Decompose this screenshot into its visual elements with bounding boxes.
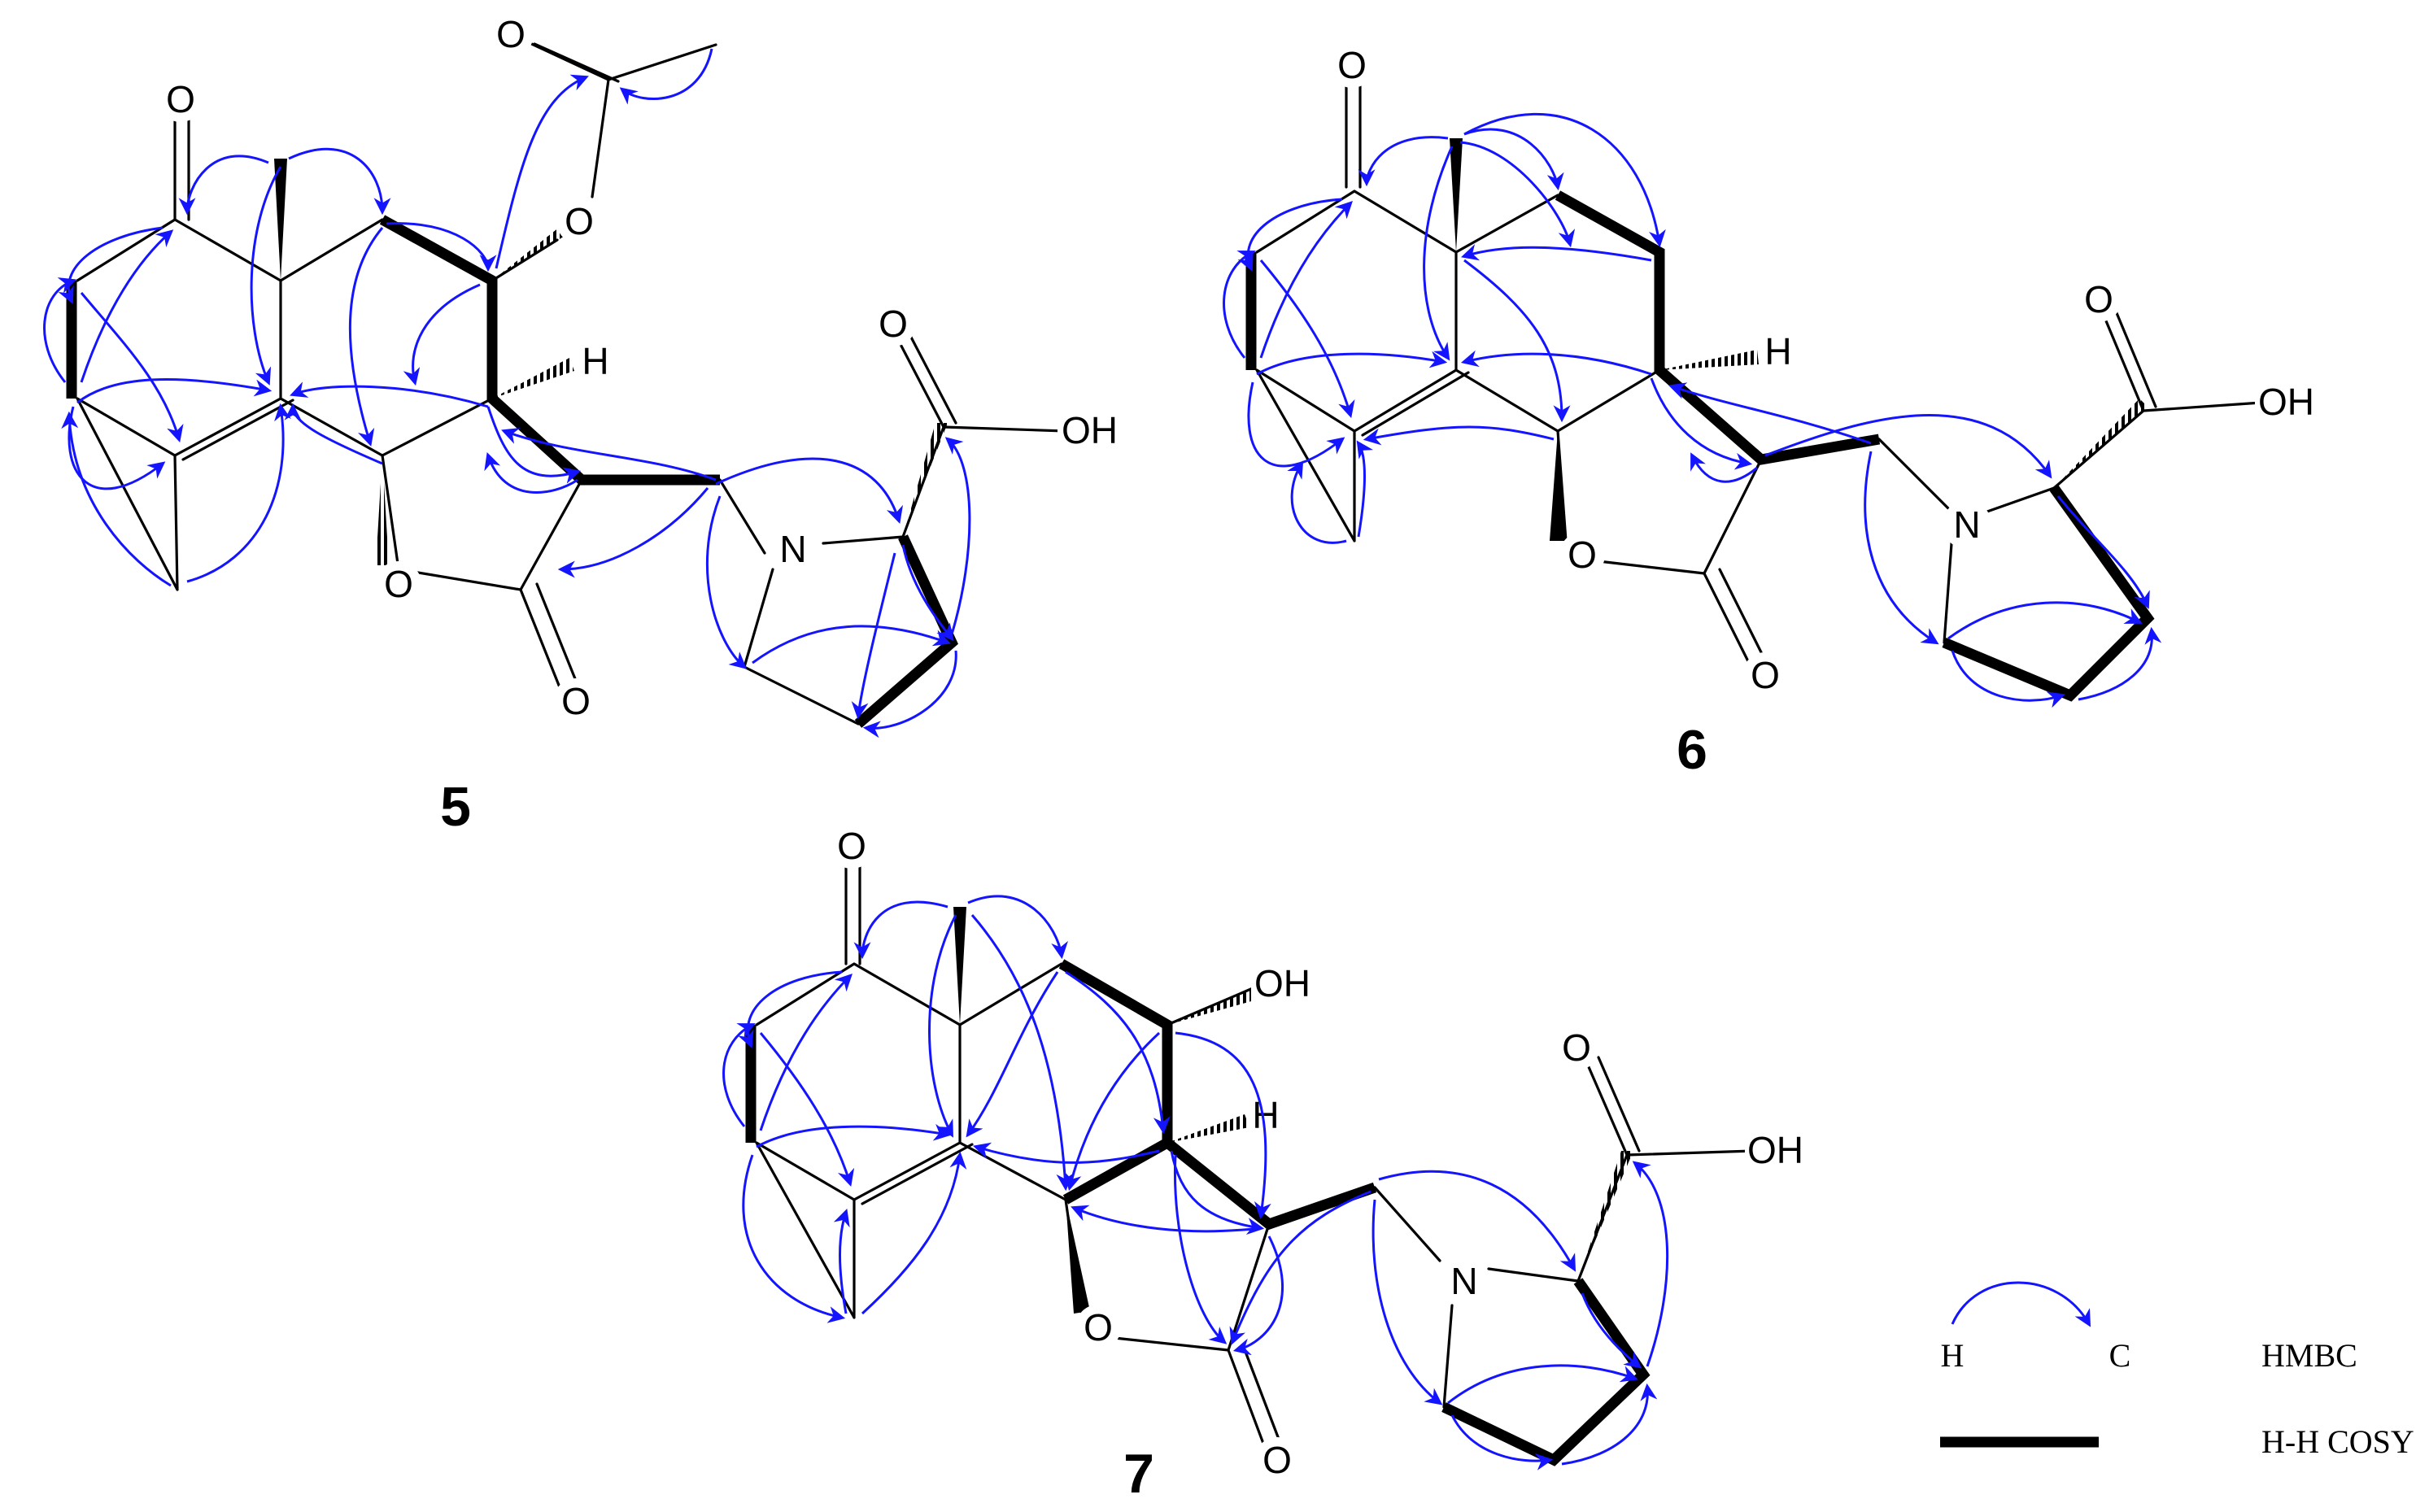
legend-cosy: H-H COSY xyxy=(1940,1423,2414,1460)
legend-hmbc-label: HMBC xyxy=(2261,1337,2357,1374)
compound-6-wedge-methyl xyxy=(1450,138,1463,252)
compound-6-h: H xyxy=(1764,330,1791,373)
compound-6-wedge-o xyxy=(1550,431,1566,541)
compound-6-bonds xyxy=(1255,76,2263,697)
compound-6-hash-h xyxy=(1659,350,1759,370)
compound-5-oh: OH xyxy=(1062,409,1118,451)
compound-7-acid-o: O xyxy=(1562,1026,1591,1069)
compound-7-cosy-bonds xyxy=(745,959,1651,1466)
compound-5-lactone-o: O xyxy=(384,563,413,605)
compound-6-atom-labels: O H O O N O OH xyxy=(1329,42,2320,698)
compound-6-carbonyl-o: O xyxy=(1751,654,1780,696)
compound-5-ketone-o: O xyxy=(166,78,195,120)
compound-7-carbonyl-o: O xyxy=(1262,1439,1292,1481)
compound-5-acid-o: O xyxy=(879,303,908,345)
compound-7-hash-cooh xyxy=(1578,1151,1633,1281)
compound-5-h: H xyxy=(582,340,608,382)
legend-cosy-label: H-H COSY xyxy=(2261,1423,2414,1460)
compound-7-hmbc-arrows xyxy=(722,895,1669,1471)
compound-5-acetyl-o: O xyxy=(496,13,525,55)
compound-7-ketone-o: O xyxy=(837,825,866,867)
legend-hmbc-arrow xyxy=(1951,1281,2091,1327)
compound-7-wedge-methyl xyxy=(953,907,966,1025)
compound-6-structure: O H O O N O OH xyxy=(1223,42,2320,781)
compound-6-oh: OH xyxy=(2258,381,2314,423)
compound-5-hash-o xyxy=(376,455,389,565)
compound-7-n: N xyxy=(1450,1260,1477,1302)
compound-7-atom-labels: O OH H O O N O OH xyxy=(829,823,1810,1483)
compound-5-bonds xyxy=(76,39,1067,725)
compound-6-lactone-o: O xyxy=(1568,534,1597,576)
compound-7-label: 7 xyxy=(1123,1443,1154,1505)
compound-6-hash-cooh xyxy=(2054,399,2148,488)
compound-5-hmbc-arrows xyxy=(43,48,971,739)
compound-5-wedge-methyl xyxy=(274,159,287,281)
compound-6-hmbc-arrows xyxy=(1223,112,2162,708)
compound-7-wedge-o xyxy=(1066,1200,1090,1314)
compound-7-oh-ring: OH xyxy=(1254,962,1310,1004)
legend: H C HMBC H-H COSY xyxy=(1940,1281,2414,1460)
compound-7-hash-oh xyxy=(1167,984,1266,1025)
legend-hmbc-c: C xyxy=(2109,1337,2131,1374)
compound-6-cosy-bonds xyxy=(1245,190,2155,702)
legend-hmbc: H C HMBC xyxy=(1941,1281,2357,1374)
compound-6-ketone-o: O xyxy=(1337,44,1367,86)
compound-5-cosy-bonds xyxy=(66,215,958,728)
compound-7-hash-h xyxy=(1167,1114,1249,1143)
compound-6-label: 6 xyxy=(1677,719,1707,781)
compound-5-hash-cooh xyxy=(903,423,948,537)
compound-5-ester-o: O xyxy=(565,200,594,242)
compound-6-acid-o: O xyxy=(2084,278,2113,320)
compound-6-n: N xyxy=(1953,503,1980,546)
compound-5-structure: O O O H O O N O OH xyxy=(43,11,1123,838)
legend-hmbc-h: H xyxy=(1941,1337,1965,1374)
compound-5-carbonyl-o: O xyxy=(561,680,591,722)
compound-5-atom-labels: O O O H O O N O OH xyxy=(158,11,1123,724)
compound-5-hash-h xyxy=(492,358,574,399)
compound-7-oh-acid: OH xyxy=(1747,1129,1803,1171)
compound-7-h: H xyxy=(1252,1094,1279,1136)
compound-7-lactone-o: O xyxy=(1084,1306,1113,1349)
compound-7-structure: O OH H O O N O OH xyxy=(722,823,1810,1505)
compound-5-n: N xyxy=(779,528,806,570)
compound-5-label: 5 xyxy=(440,776,471,838)
